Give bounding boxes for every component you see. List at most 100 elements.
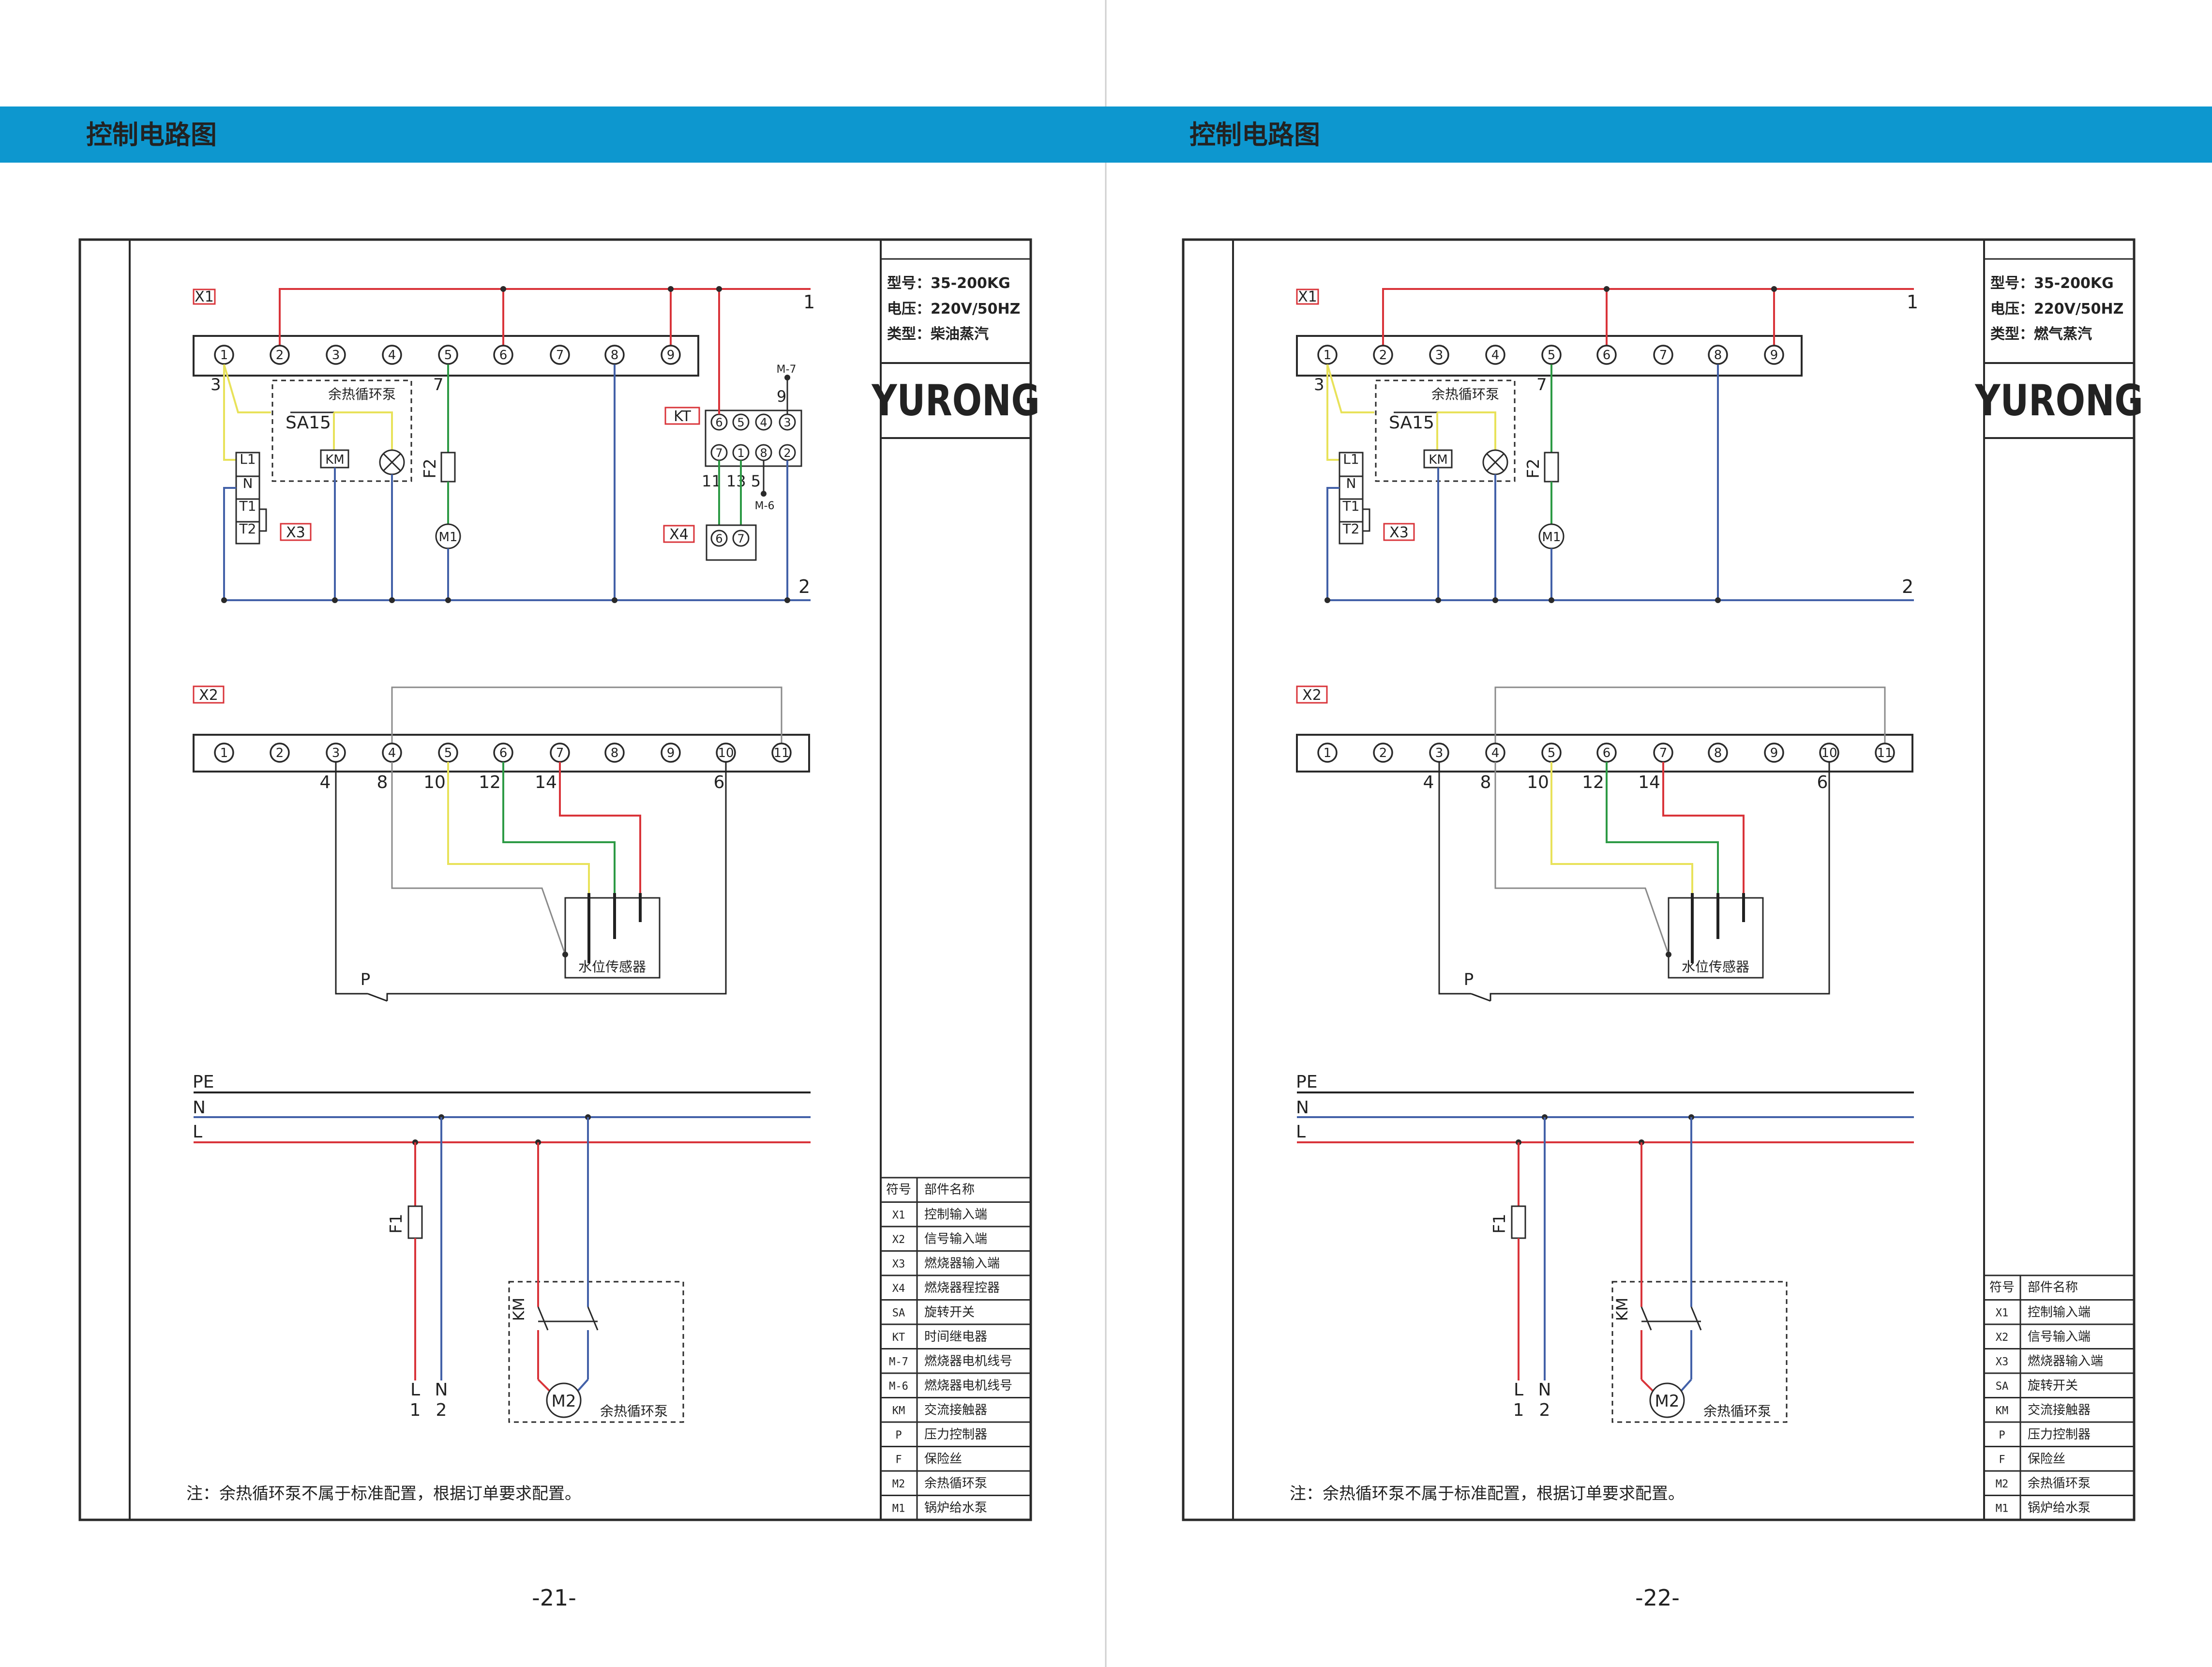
- x2-terminal-7-number: 7: [556, 746, 564, 760]
- yellow-probe-wire: [447, 762, 590, 893]
- kt-pin: [755, 413, 772, 431]
- x1-terminal-4: [382, 345, 402, 365]
- x2-terminal-9: [661, 743, 681, 763]
- page-2: 控制电路图型号：35-200KG电压：220V/50HZ类型：燃气蒸汽YURON…: [1182, 120, 2143, 1611]
- x2-terminal-1: [214, 743, 234, 763]
- pressure-switch-wire: [386, 762, 727, 1001]
- l-label: L: [1296, 1122, 1306, 1142]
- m2-label: M2: [552, 1392, 576, 1411]
- x3-terminal-2: T1: [239, 498, 256, 514]
- page-number: -21-: [532, 1585, 576, 1611]
- legend-symbol: KM: [892, 1405, 905, 1417]
- pump-box-title: 余热循环泵: [328, 386, 396, 402]
- type-text: 类型：燃气蒸汽: [1990, 326, 2092, 343]
- junction-dot: [668, 286, 674, 292]
- kt-pin-bottom-0: 7: [715, 446, 722, 460]
- x3-terminal-3: T2: [239, 521, 256, 537]
- x2-terminal-2-number: 2: [1379, 746, 1387, 760]
- x1-terminal-6: [493, 345, 513, 365]
- pump-control-box: [1375, 379, 1516, 482]
- legend-symbol: M1: [1996, 1503, 2009, 1515]
- header-title: 控制电路图: [1189, 120, 1320, 150]
- x1-terminal-6: [1596, 345, 1617, 365]
- x2-wire-number-3: 12: [1582, 773, 1604, 792]
- x1-terminal-5-number: 5: [1548, 348, 1556, 363]
- wire-number-7: 7: [433, 375, 444, 394]
- legend-symbol: X4: [892, 1283, 905, 1295]
- legend-name: 交流接触器: [2028, 1403, 2091, 1418]
- junction-dot: [1715, 597, 1721, 603]
- x2-terminal-1-number: 1: [220, 746, 228, 760]
- voltage-text: 电压：220V/50HZ: [1990, 301, 2123, 318]
- n-label: N: [1296, 1098, 1309, 1118]
- legend-symbol: M1: [892, 1503, 905, 1515]
- x1-terminal-1: [214, 345, 234, 365]
- legend-symbol: F: [1999, 1454, 2005, 1466]
- x1-terminal-8: [1708, 345, 1728, 365]
- x2-terminal-6-number: 6: [499, 746, 508, 760]
- junction-dot: [500, 286, 506, 292]
- legend-name: 燃烧器输入端: [924, 1257, 1000, 1271]
- out-1-label: 1: [410, 1400, 421, 1420]
- x4-pin-7: 7: [737, 532, 744, 546]
- x2-terminal-11: [771, 743, 792, 763]
- n-label: N: [193, 1098, 206, 1118]
- kt-tag-box: [664, 407, 700, 425]
- out-2-label: 2: [1539, 1400, 1550, 1420]
- f2-label: F2: [421, 458, 440, 478]
- neutral-x3: [1326, 487, 1339, 600]
- x1-terminal-3: [326, 345, 346, 365]
- x3-tag-box: [1383, 523, 1415, 541]
- wire-number-3: 3: [1314, 375, 1324, 394]
- x1-terminal-4-number: 4: [388, 348, 396, 363]
- kt-pin-top-0: 6: [715, 416, 722, 429]
- legend-name: 控制输入端: [2028, 1305, 2091, 1320]
- legend-name: 燃烧器电机线号: [924, 1354, 1012, 1369]
- x2-terminal-10-number: 10: [1821, 746, 1837, 760]
- x3-terminal-1: N: [1346, 475, 1356, 491]
- junction-dot: [1492, 597, 1498, 603]
- x1-terminal-1-number: 1: [220, 348, 228, 363]
- legend-name: 燃烧器输入端: [2028, 1354, 2103, 1369]
- x2-terminal-4-number: 4: [1491, 746, 1500, 760]
- sa-label: SA15: [1389, 413, 1434, 433]
- x1-terminal-1: [1317, 345, 1338, 365]
- x4-tag-box: [663, 525, 695, 543]
- x2-terminal-11-number: 11: [773, 746, 789, 760]
- lamp-cross: [382, 453, 402, 472]
- x2-terminal-10-number: 10: [718, 746, 734, 760]
- gray-ground-wire: [1494, 762, 1670, 955]
- x1-terminal-9: [1764, 345, 1784, 365]
- x1-terminal-7: [1653, 345, 1673, 365]
- brand-logo: YURONG: [871, 376, 1039, 425]
- x1-terminal-2-number: 2: [276, 348, 284, 363]
- kt-pin-top-1: 5: [737, 416, 744, 429]
- x2-terminal-9-number: 9: [1770, 746, 1778, 760]
- x1-terminal-8-number: 8: [1714, 348, 1722, 363]
- out-n-label: N: [1538, 1380, 1551, 1400]
- x2-wire-number-4: 14: [535, 773, 557, 792]
- red-probe-wire: [559, 762, 641, 893]
- legend-symbol: SA: [1996, 1380, 2009, 1393]
- x2-wire-number-5: 6: [714, 773, 725, 792]
- legend-symbol: X1: [1996, 1307, 2009, 1319]
- x1-terminal-9-number: 9: [667, 348, 675, 363]
- green-probe-wire: [1606, 762, 1719, 893]
- junction-dot: [332, 597, 338, 603]
- wire-number-3: 3: [211, 375, 221, 394]
- f1-label: F1: [387, 1213, 406, 1233]
- legend-symbol: SA: [892, 1307, 905, 1319]
- page-1: 控制电路图型号：35-200KG电压：220V/50HZ类型：柴油蒸汽YURON…: [78, 120, 1040, 1611]
- legend-header-symbol: 符号: [1989, 1280, 2015, 1295]
- pressure-switch-wire: [335, 762, 368, 995]
- drawing-frame: [1182, 238, 2136, 1521]
- x4-pin: [710, 530, 728, 547]
- x1-tag-box: [193, 288, 216, 305]
- x2-wire-number-4: 14: [1638, 773, 1660, 792]
- legend-symbol: M2: [892, 1478, 905, 1490]
- x1-terminal-9: [661, 345, 681, 365]
- x1-terminal-5: [1541, 345, 1562, 365]
